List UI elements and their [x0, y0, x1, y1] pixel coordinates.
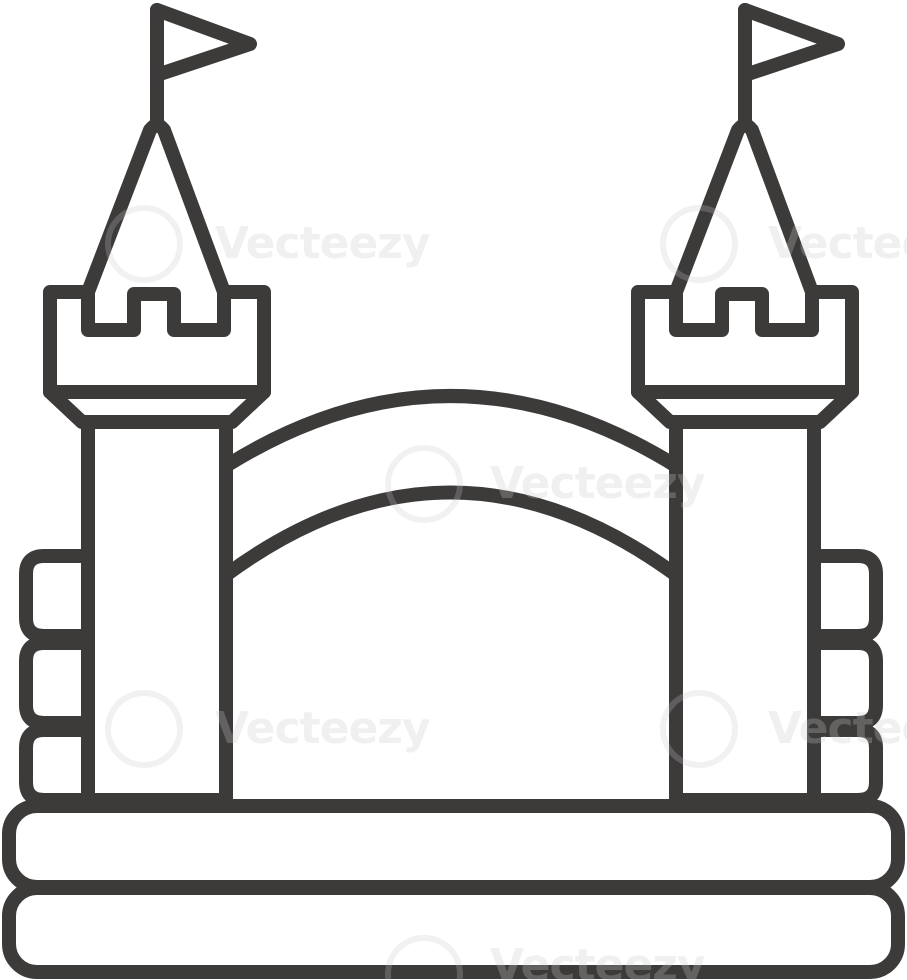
base-tube-bottom: [2, 881, 905, 979]
right-tower: [631, 3, 859, 807]
right-bumper-3: [813, 723, 883, 807]
inner-arch: [219, 485, 683, 582]
outer-arch: [219, 389, 683, 473]
right-bumper-1: [813, 549, 883, 643]
left-flag: [150, 3, 257, 82]
right-flag: [738, 3, 845, 82]
left-bumper-3: [19, 723, 89, 807]
left-bumper-1: [19, 549, 89, 643]
left-bumper-2: [19, 636, 89, 730]
base-tube-top: [2, 799, 905, 894]
left-tower: [43, 3, 271, 807]
right-bumper-2: [813, 636, 883, 730]
